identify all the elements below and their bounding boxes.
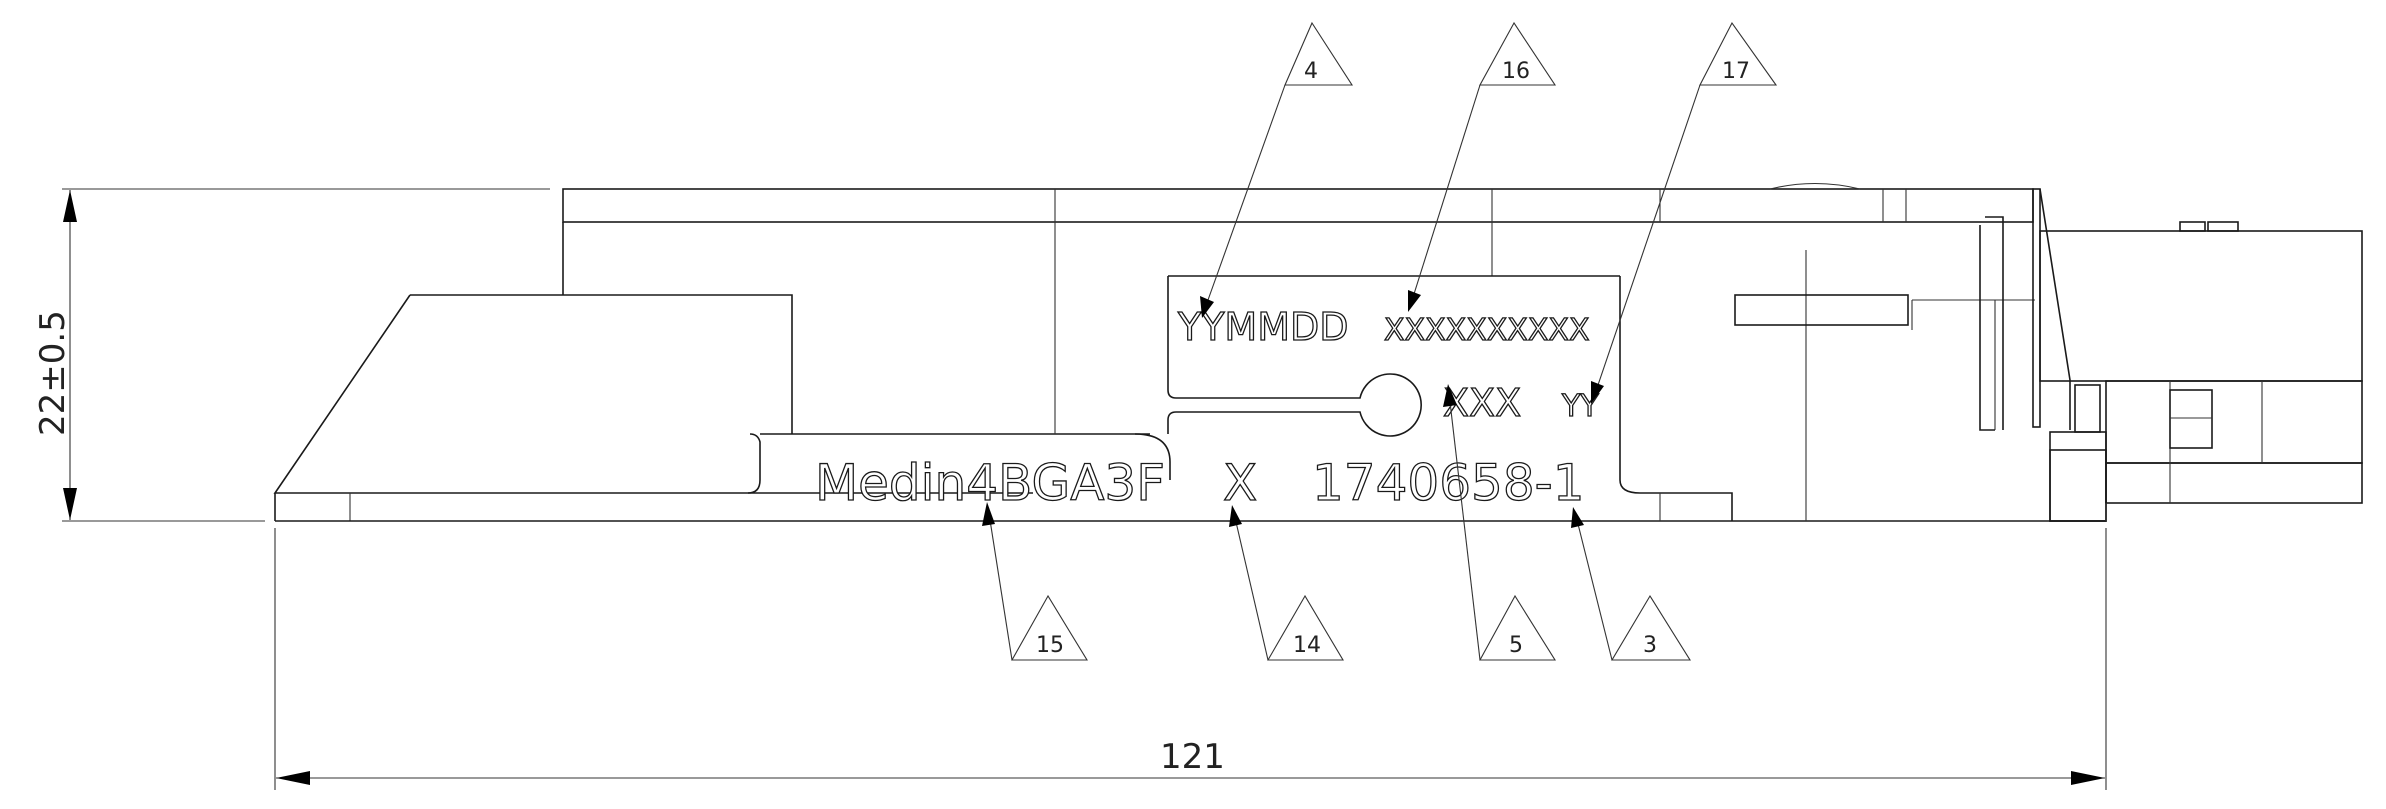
callout-16: 16 <box>1502 59 1530 84</box>
callouts: 4 16 17 15 14 5 3 <box>982 21 1778 661</box>
callout-17: 17 <box>1722 59 1750 84</box>
serial-code-text: XXXXXXXXXX <box>1384 313 1590 348</box>
callout-14: 14 <box>1293 633 1321 658</box>
callout-3: 3 <box>1643 633 1657 658</box>
callout-15: 15 <box>1036 633 1064 658</box>
variant-text: X <box>1223 454 1257 512</box>
height-dimension-label: 22±0.5 <box>33 310 73 436</box>
height-dimension: 22±0.5 <box>33 188 550 522</box>
callout-5: 5 <box>1509 633 1523 658</box>
width-dimension-label: 121 <box>1160 737 1225 777</box>
callout-4: 4 <box>1304 59 1318 84</box>
label-plate <box>1167 275 1620 437</box>
width-dimension: 121 <box>274 528 2107 790</box>
part-number-text: 1740658-1 <box>1312 454 1585 512</box>
marking-text-group: YYMMDD XXXXXXXXXX XXX YY Medin4BGA3F X 1… <box>814 304 1600 512</box>
housing-outline <box>273 188 2106 522</box>
connector-assembly <box>1734 182 2363 522</box>
model-text: Medin4BGA3F <box>815 454 1165 512</box>
